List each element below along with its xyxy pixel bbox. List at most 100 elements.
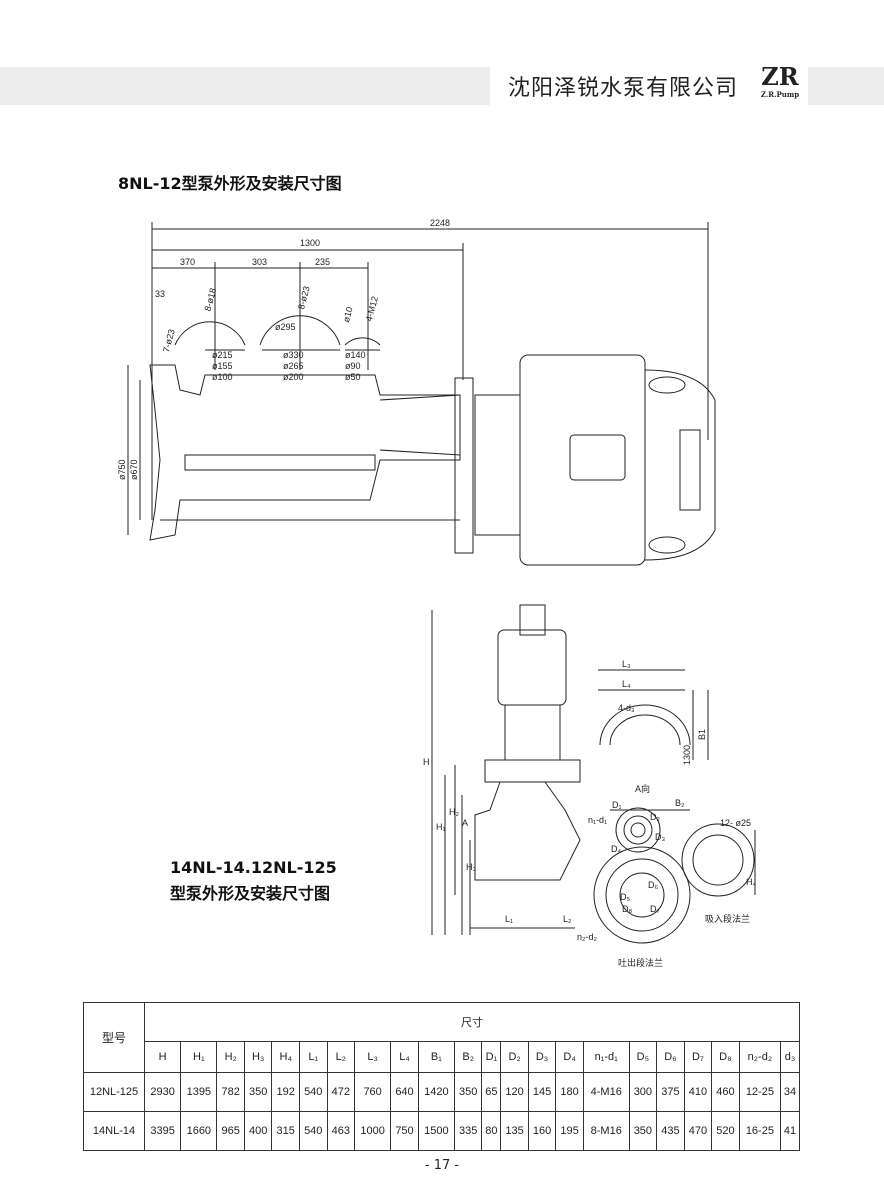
column-header: D₇ [683, 1041, 713, 1073]
column-header: d₃ [780, 1041, 800, 1073]
label-h2: H₂ [449, 807, 459, 817]
figure2-title-line2: 型泵外形及安装尺寸图 [170, 884, 331, 903]
value-cell: 472 [326, 1072, 356, 1112]
column-header: B₂ [453, 1041, 483, 1073]
dim-155: ø155 [212, 361, 233, 371]
value-cell: 750 [390, 1111, 419, 1151]
dim-265: ø265 [283, 361, 304, 371]
dim-140: ø140 [345, 350, 366, 360]
label-l4: L₄ [622, 679, 631, 689]
value-cell: 350 [453, 1072, 483, 1112]
value-cell: 760 [354, 1072, 392, 1112]
column-header: H₂ [216, 1041, 245, 1073]
page-number: - 17 - [424, 1158, 460, 1173]
label-d6: D₆ [648, 880, 658, 890]
label-b1: B1 [697, 729, 707, 740]
dim-215: ø215 [212, 350, 233, 360]
value-cell: 470 [683, 1111, 713, 1151]
value-cell: 460 [711, 1072, 740, 1112]
label-d1: D₁ [612, 800, 622, 810]
dim-7-23: 7-ø23 [161, 328, 177, 353]
value-cell: 400 [243, 1111, 273, 1151]
company-logo: ZR Z.R.Pump [755, 64, 805, 100]
value-cell: 350 [628, 1111, 658, 1151]
value-cell: 120 [500, 1072, 529, 1112]
dim-295: ø295 [275, 322, 296, 332]
value-cell: 350 [243, 1072, 273, 1112]
figure1-drawing: 2248 1300 370 303 235 33 8-ø18 8-ø23 ø10… [117, 218, 756, 968]
dim-10: ø10 [341, 306, 355, 324]
label-inlet-flange: 吸入段法兰 [705, 913, 750, 924]
dimensions-header: 尺寸 [144, 1002, 800, 1042]
column-header: D₈ [711, 1041, 740, 1073]
value-cell: 145 [527, 1072, 557, 1112]
column-header: D₂ [500, 1041, 529, 1073]
value-cell: 34 [780, 1072, 800, 1112]
dim-303: 303 [252, 257, 267, 267]
company-name: 沈阳泽锐水泵有限公司 [508, 76, 739, 101]
value-cell: 65 [481, 1072, 502, 1112]
model-header: 型号 [83, 1002, 145, 1073]
label-b2: B₂ [675, 798, 685, 808]
value-cell: 1500 [417, 1111, 455, 1151]
column-header: L₂ [326, 1041, 356, 1073]
value-cell: 640 [390, 1072, 419, 1112]
value-cell: 540 [298, 1111, 328, 1151]
column-header: D₅ [628, 1041, 658, 1073]
column-header: H₄ [271, 1041, 300, 1073]
label-1300: 1300 [682, 745, 692, 765]
value-cell: 2930 [143, 1072, 182, 1112]
label-h: H [423, 757, 430, 767]
label-d3: D₃ [655, 832, 665, 842]
value-cell: 192 [271, 1072, 300, 1112]
label-l1: L₁ [505, 914, 513, 924]
column-header: L₄ [390, 1041, 419, 1073]
value-cell: 1660 [180, 1111, 218, 1151]
column-header: D₄ [555, 1041, 584, 1073]
figure1-title: 8NL-12型泵外形及安装尺寸图 [118, 174, 342, 193]
value-cell: 782 [216, 1072, 245, 1112]
dim-50: ø50 [345, 372, 361, 382]
label-n2-d2: n₂-d₂ [577, 932, 598, 942]
column-header: H₁ [180, 1041, 218, 1073]
value-cell: 160 [527, 1111, 557, 1151]
value-cell: 540 [298, 1072, 328, 1112]
label-outlet-flange: 吐出段法兰 [618, 957, 663, 968]
dim-90: ø90 [345, 361, 361, 371]
header-band-right [808, 67, 884, 105]
column-header: B₁ [417, 1041, 455, 1073]
dim-670: ø670 [129, 459, 139, 480]
dim-750: ø750 [117, 459, 127, 480]
figure2-title-line1: 14NL-14.12NL-125 [170, 858, 337, 877]
value-cell: 300 [628, 1072, 658, 1112]
value-cell: 41 [780, 1111, 800, 1151]
column-header: D₆ [656, 1041, 685, 1073]
model-cell: 12NL-125 [83, 1072, 145, 1112]
column-header: H [143, 1041, 182, 1073]
label-d2: D₂ [650, 812, 660, 822]
column-header: n₁-d₁ [582, 1041, 630, 1073]
value-cell: 463 [326, 1111, 356, 1151]
dim-4-m12: 4-M12 [364, 295, 380, 322]
value-cell: 1420 [417, 1072, 455, 1112]
dim-2248: 2248 [430, 218, 450, 228]
dim-100: ø100 [212, 372, 233, 382]
value-cell: 410 [683, 1072, 713, 1112]
label-n1-d1: n₁-d₁ [588, 815, 607, 825]
value-cell: 80 [481, 1111, 502, 1151]
column-header: L₁ [298, 1041, 328, 1073]
label-holes: 12- ø25 [720, 818, 751, 828]
label-a: A [462, 818, 468, 828]
value-cell: 375 [656, 1072, 685, 1112]
label-d5: D₅ [620, 892, 630, 902]
value-cell: 965 [216, 1111, 245, 1151]
column-header: n₂-d₂ [738, 1041, 782, 1073]
value-cell: 8-M16 [582, 1111, 630, 1151]
value-cell: 1000 [354, 1111, 392, 1151]
value-cell: 180 [555, 1072, 584, 1112]
header-band-left [0, 67, 490, 105]
label-a-direction: A向 [635, 783, 650, 794]
dim-235: 235 [315, 257, 330, 267]
value-cell: 1395 [180, 1072, 218, 1112]
